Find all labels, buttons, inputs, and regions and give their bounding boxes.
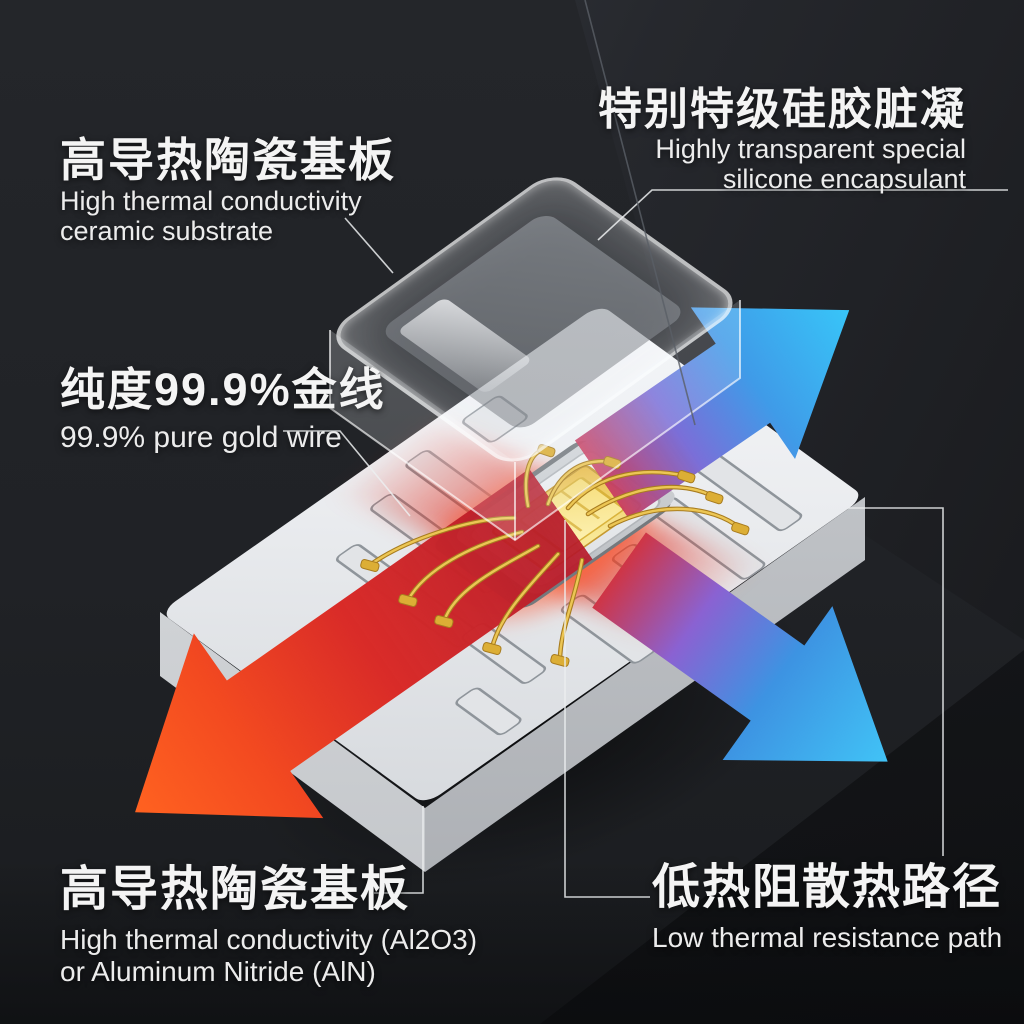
callout-en-text: Low thermal resistance path (652, 921, 1003, 953)
callout-ceramic-substrate-top: 高导热陶瓷基板 High thermal conductivity cerami… (60, 134, 396, 247)
leader-line (283, 0, 1008, 898)
gold-wire-highlight (368, 448, 742, 662)
glass-edge (329, 300, 741, 542)
wire-bond-foot (360, 444, 750, 667)
callout-zh-text: 高导热陶瓷基板 (60, 863, 411, 916)
callout-zh-text: 特别特级硅胶脏凝 (598, 85, 966, 134)
callout-thermal-path: 低热阻散热路径 Low thermal resistance path (652, 862, 1002, 954)
callout-zh-text: 纯度99.9%金线 (60, 364, 386, 415)
background-edge-line (584, 0, 696, 426)
callout-gold-wire: 纯度99.9%金线 99.9% pure gold wire (60, 364, 386, 455)
callout-ceramic-substrate-bottom: 高导热陶瓷基板 High thermal conductivity (Al2O3… (60, 864, 477, 988)
callout-en-text: High thermal conductivity (Al2O3) or Alu… (60, 923, 478, 987)
callout-en-text: 99.9% pure gold wire (60, 420, 342, 454)
callout-silicone-encapsulant: 特别特级硅胶脏凝 Highly transparent special sili… (598, 86, 966, 195)
callout-en-text: Highly transparent special silicone enca… (655, 133, 966, 195)
callout-zh-text: 低热阻散热路径 (652, 861, 1003, 914)
callout-en-text: High thermal conductivity ceramic substr… (60, 185, 362, 247)
callout-zh-text: 高导热陶瓷基板 (60, 134, 396, 186)
